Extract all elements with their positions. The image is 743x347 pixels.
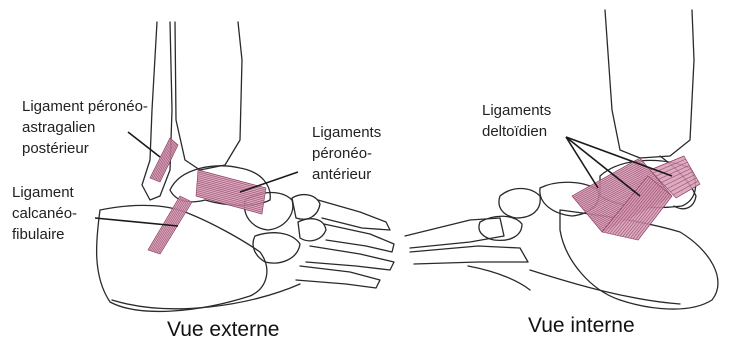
label-anterior: Ligaments péronéo- antérieur	[312, 122, 381, 185]
leader-deltoid-1	[566, 137, 598, 188]
label-ptal: Ligament péronéo- astragalien postérieur	[22, 96, 148, 159]
label-ptal-line2: astragalien	[22, 117, 148, 138]
label-ptal-line3: postérieur	[22, 138, 148, 159]
ligament-ptal	[150, 138, 178, 182]
label-calc-line1: Ligament	[12, 182, 77, 203]
ligament-anterior	[196, 170, 266, 214]
internal-view-bones	[405, 10, 718, 309]
label-calc: Ligament calcanéo- fibulaire	[12, 182, 77, 245]
label-anterior-line1: Ligaments	[312, 122, 381, 143]
label-deltoid: Ligaments deltoïdien	[482, 100, 551, 142]
label-anterior-line3: antérieur	[312, 164, 381, 185]
label-calc-line2: calcanéo-	[12, 203, 77, 224]
label-anterior-line2: péronéo-	[312, 143, 381, 164]
label-deltoid-line1: Ligaments	[482, 100, 551, 121]
label-deltoid-line2: deltoïdien	[482, 121, 551, 142]
label-calc-line3: fibulaire	[12, 224, 77, 245]
caption-external: Vue externe	[167, 318, 279, 342]
caption-internal: Vue interne	[528, 314, 635, 338]
label-ptal-line1: Ligament péronéo-	[22, 96, 148, 117]
